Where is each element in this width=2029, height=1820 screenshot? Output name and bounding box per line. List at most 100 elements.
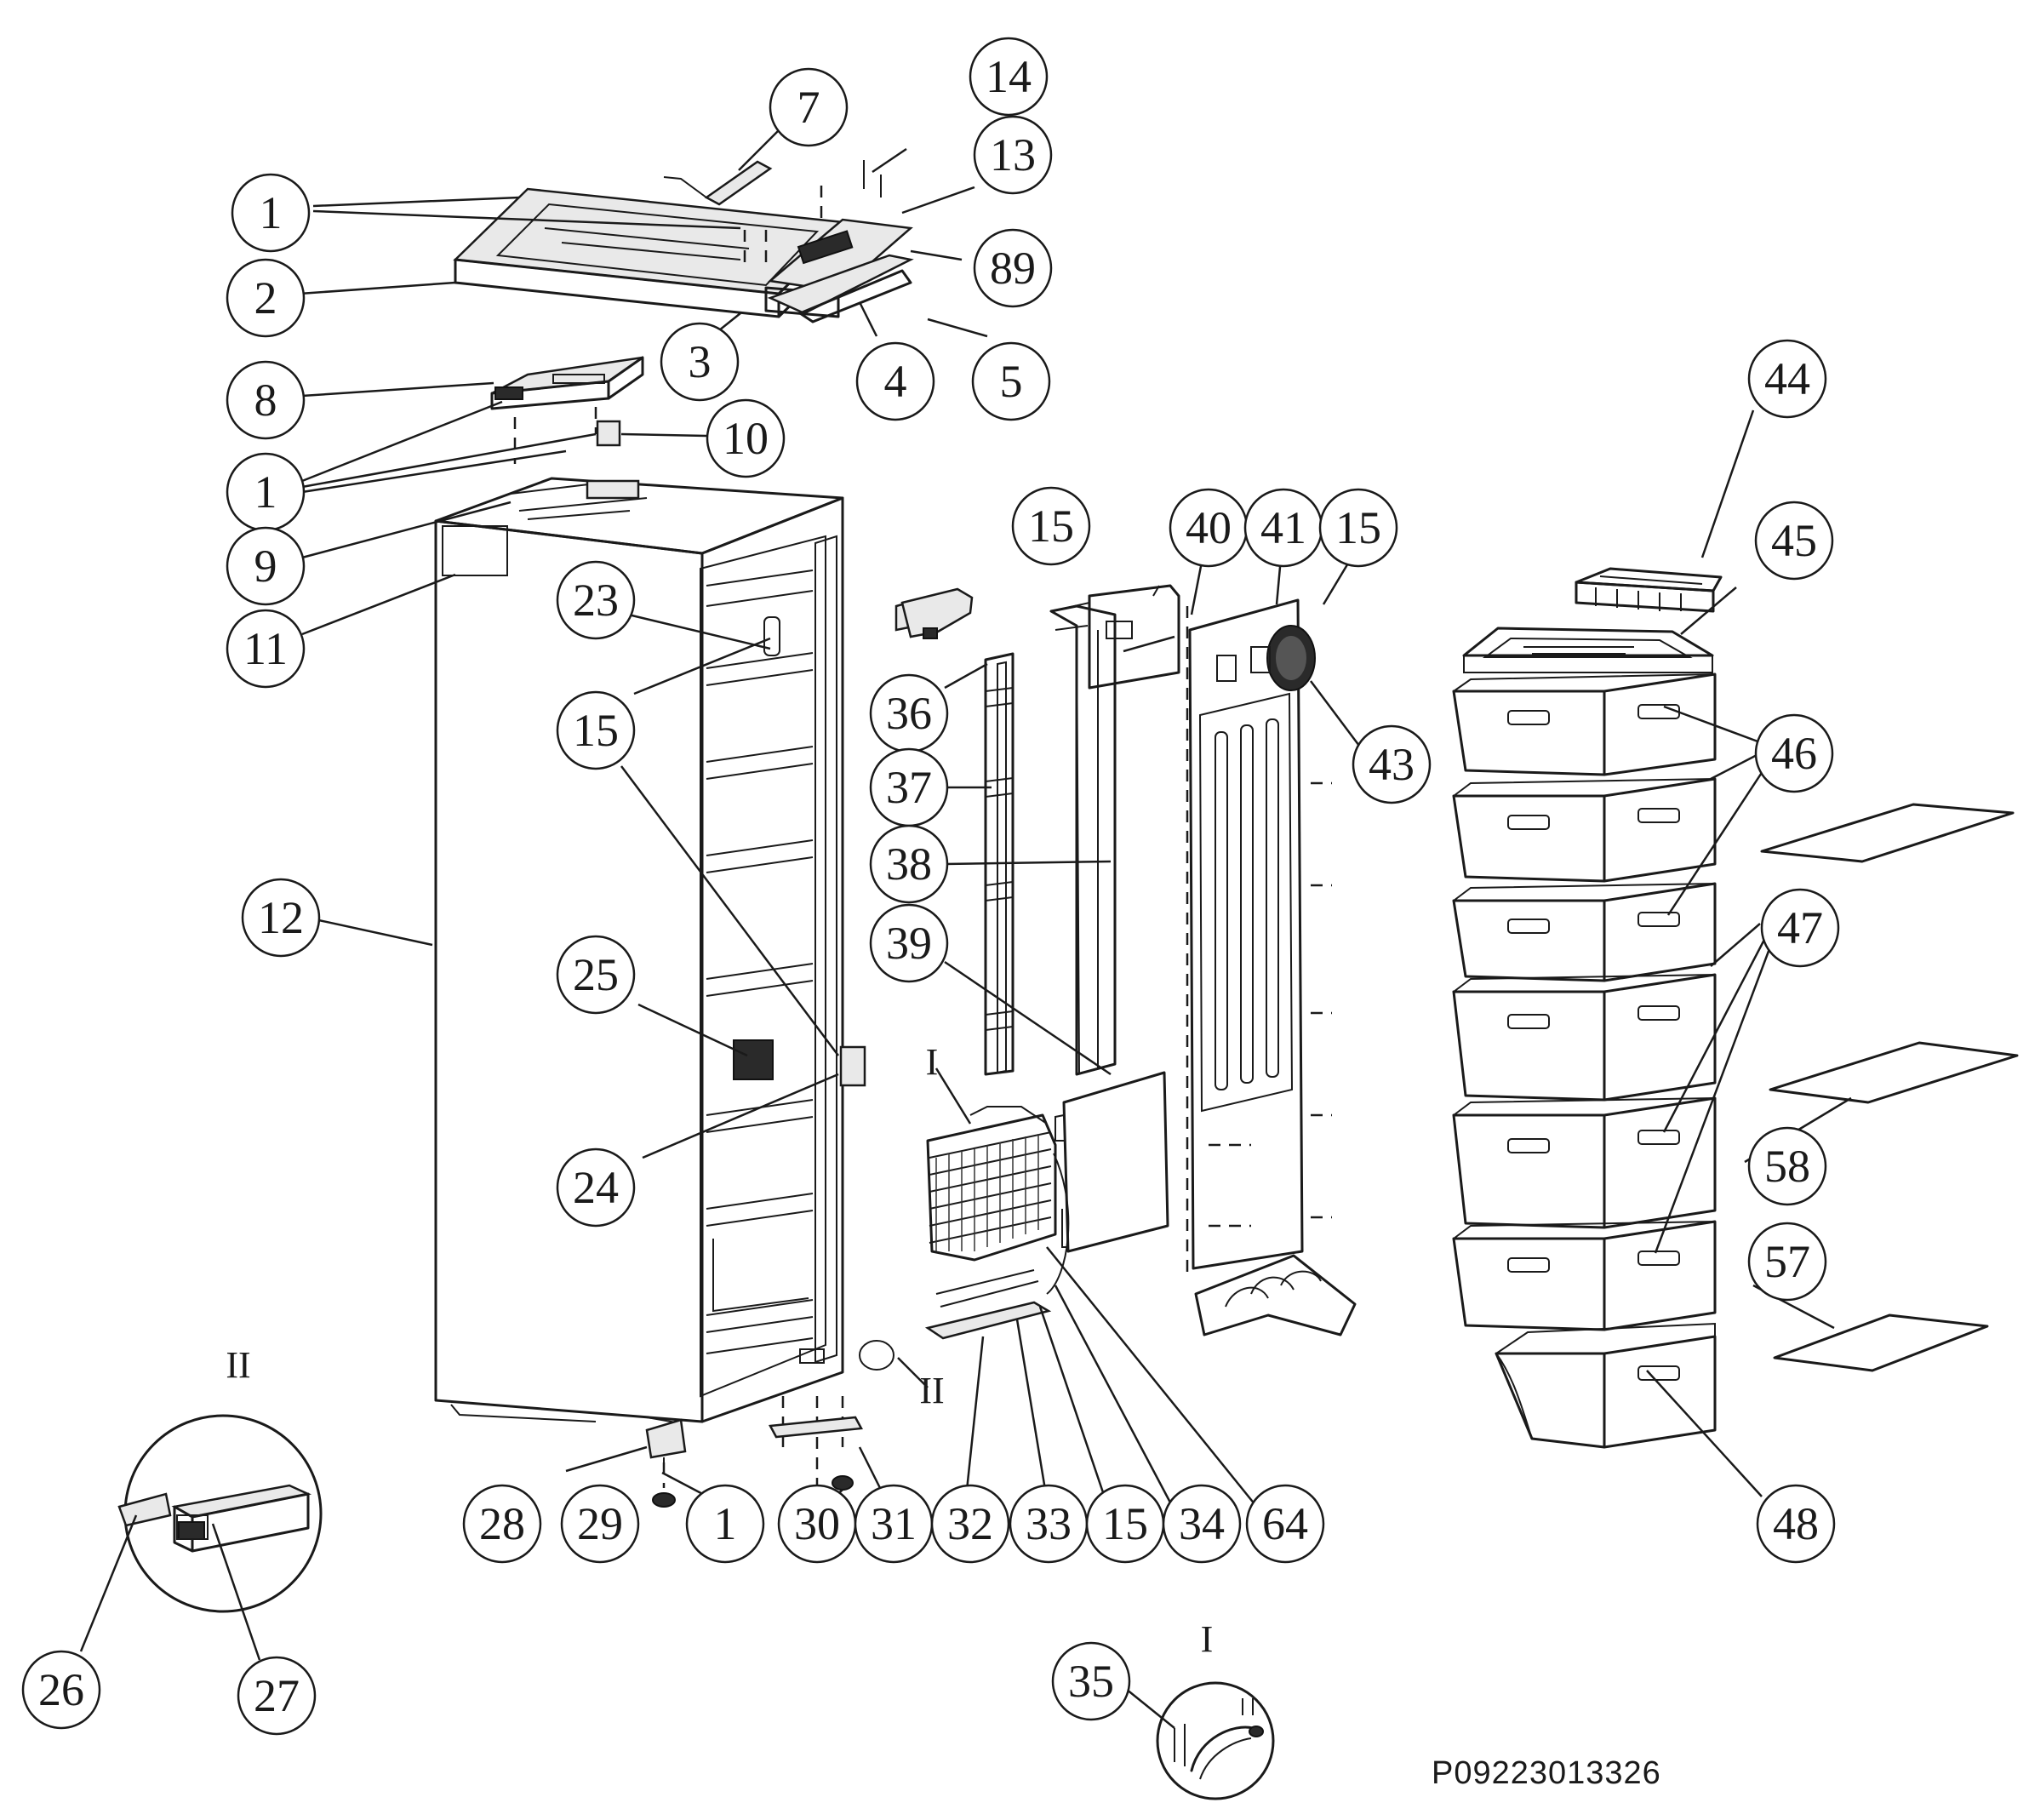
svg-text:34: 34 <box>1179 1498 1225 1549</box>
svg-text:39: 39 <box>886 918 932 969</box>
callout-30: 30 <box>777 1484 857 1564</box>
cabinet-body <box>434 477 894 1508</box>
svg-text:38: 38 <box>886 838 932 890</box>
svg-text:2: 2 <box>254 272 277 323</box>
svg-text:64: 64 <box>1262 1498 1308 1549</box>
svg-text:48: 48 <box>1773 1498 1819 1549</box>
callout-13: 13 <box>973 115 1053 195</box>
svg-text:36: 36 <box>886 688 932 739</box>
callout-48: 48 <box>1756 1484 1836 1564</box>
svg-text:44: 44 <box>1764 353 1810 404</box>
air-duct-assembly <box>894 584 1180 1253</box>
svg-text:11: 11 <box>243 623 288 674</box>
callout-4: 4 <box>855 341 935 421</box>
back-panel-part <box>1186 598 1357 1336</box>
callout-32: 32 <box>930 1484 1010 1564</box>
top-cover-assembly <box>453 160 914 323</box>
callout-46: 46 <box>1754 713 1834 793</box>
svg-text:13: 13 <box>990 129 1036 180</box>
svg-text:1: 1 <box>260 187 283 238</box>
svg-text:5: 5 <box>1000 356 1023 407</box>
callout-26: 26 <box>21 1650 101 1730</box>
svg-text:46: 46 <box>1771 728 1817 779</box>
callout-31: 31 <box>854 1484 934 1564</box>
callout-5: 5 <box>971 341 1051 421</box>
svg-text:29: 29 <box>577 1498 623 1549</box>
svg-text:45: 45 <box>1771 515 1817 566</box>
svg-text:12: 12 <box>258 892 304 943</box>
svg-text:57: 57 <box>1764 1236 1810 1287</box>
callout-1-b: 1 <box>226 452 306 532</box>
svg-text:14: 14 <box>986 51 1032 102</box>
callout-34: 34 <box>1162 1484 1242 1564</box>
callout-24: 24 <box>556 1148 636 1228</box>
svg-text:47: 47 <box>1777 902 1823 953</box>
svg-text:15: 15 <box>1028 501 1074 552</box>
callout-33: 33 <box>1009 1484 1089 1564</box>
svg-text:33: 33 <box>1026 1498 1072 1549</box>
callout-1-c: 1 <box>685 1484 765 1564</box>
svg-text:7: 7 <box>797 82 820 133</box>
svg-text:1: 1 <box>254 466 277 518</box>
svg-text:23: 23 <box>573 575 619 626</box>
callout-1: 1 <box>231 173 311 253</box>
detail-one-mark-evaporator: I <box>926 1041 939 1083</box>
callout-8: 8 <box>226 360 306 440</box>
callout-38: 38 <box>869 824 949 904</box>
svg-text:58: 58 <box>1764 1141 1810 1192</box>
callout-37: 37 <box>869 747 949 827</box>
callout-10: 10 <box>706 398 786 478</box>
svg-text:31: 31 <box>871 1498 917 1549</box>
svg-text:15: 15 <box>573 705 619 756</box>
svg-text:28: 28 <box>479 1498 525 1549</box>
callout-2: 2 <box>226 258 306 338</box>
svg-text:26: 26 <box>38 1664 84 1715</box>
svg-text:41: 41 <box>1260 502 1306 553</box>
callout-47: 47 <box>1760 888 1840 968</box>
callout-36: 36 <box>869 673 949 753</box>
callout-44: 44 <box>1747 339 1827 419</box>
callout-25: 25 <box>556 935 636 1015</box>
callout-15-b: 15 <box>1011 486 1091 566</box>
callout-58: 58 <box>1747 1126 1827 1206</box>
callout-45: 45 <box>1754 501 1834 581</box>
callout-15-a: 15 <box>556 690 636 770</box>
svg-text:3: 3 <box>689 336 712 387</box>
drawer-stack <box>1452 567 1723 1449</box>
callout-3: 3 <box>660 322 740 402</box>
svg-text:32: 32 <box>947 1498 993 1549</box>
svg-text:35: 35 <box>1068 1656 1114 1707</box>
callout-89: 89 <box>973 228 1053 308</box>
svg-text:89: 89 <box>990 243 1036 294</box>
svg-text:30: 30 <box>794 1498 840 1549</box>
callout-15-d: 15 <box>1085 1484 1165 1564</box>
svg-text:40: 40 <box>1186 502 1232 553</box>
svg-text:8: 8 <box>254 375 277 426</box>
svg-text:10: 10 <box>723 413 769 464</box>
callout-41: 41 <box>1243 488 1323 568</box>
svg-text:4: 4 <box>884 356 907 407</box>
evaporator-part <box>924 1106 1070 1340</box>
callout-23: 23 <box>556 560 636 640</box>
drawing-code: P09223013326 <box>1432 1755 1661 1791</box>
callout-9: 9 <box>226 526 306 606</box>
callout-15-c: 15 <box>1318 488 1398 568</box>
detail-one-mark: I <box>1201 1618 1214 1660</box>
callout-12: 12 <box>241 878 321 958</box>
callout-27: 27 <box>237 1656 317 1736</box>
callout-35: 35 <box>1051 1641 1131 1721</box>
control-panel-part <box>490 356 644 464</box>
svg-text:1: 1 <box>714 1498 737 1549</box>
callout-29: 29 <box>560 1484 640 1564</box>
svg-text:25: 25 <box>573 949 619 1000</box>
callout-11: 11 <box>226 609 306 689</box>
callout-64: 64 <box>1245 1484 1325 1564</box>
svg-text:9: 9 <box>254 541 277 592</box>
callout-43: 43 <box>1352 724 1432 804</box>
detail-two-view <box>117 1414 323 1613</box>
callout-57: 57 <box>1747 1222 1827 1302</box>
callout-40: 40 <box>1169 488 1249 568</box>
svg-text:43: 43 <box>1369 739 1415 790</box>
detail-two-mark: II <box>226 1344 250 1386</box>
